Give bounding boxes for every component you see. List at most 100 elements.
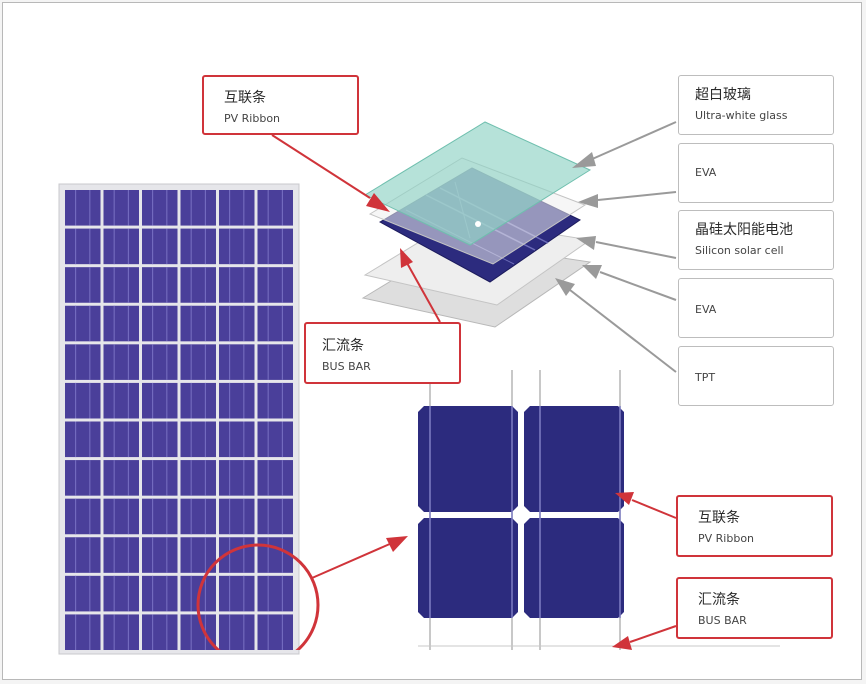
- panel-cell: [180, 305, 216, 342]
- callout-bus-bar-mid: 汇流条 BUS BAR: [304, 322, 461, 384]
- layer-label-glass-en: Ultra-white glass: [695, 109, 788, 122]
- callout-bus-bar-mid-cn: 汇流条: [322, 338, 364, 354]
- magnify-arrow-line: [311, 542, 393, 579]
- glass-arrow-line: [589, 121, 677, 161]
- panel-cell: [180, 421, 216, 458]
- panel-cell: [219, 498, 255, 535]
- panel-cell: [257, 537, 293, 573]
- panel-cell: [257, 575, 293, 612]
- panel-cell: [219, 190, 255, 226]
- panel-cell: [257, 614, 293, 650]
- panel-cell: [257, 421, 293, 458]
- panel-cell: [103, 267, 139, 303]
- callout-bus-bar-bottom-en: BUS BAR: [698, 614, 747, 627]
- closeup-cell-top-right: [524, 406, 624, 512]
- glass-arrowhead: [572, 152, 596, 168]
- panel-cell: [180, 228, 216, 265]
- callout-pv-ribbon-top: 互联条 PV Ribbon: [202, 75, 359, 135]
- cell-closeup: [418, 370, 780, 650]
- bus-bar-mid-arrow-line: [406, 262, 441, 323]
- tpt-arrowhead: [555, 278, 575, 296]
- panel-cell: [257, 305, 293, 342]
- panel-cell: [103, 344, 139, 380]
- panel-cell: [65, 498, 101, 535]
- layer-arrows: [555, 121, 677, 373]
- panel-cell: [180, 344, 216, 380]
- tpt-arrow-line: [569, 289, 677, 373]
- bus-bar-bottom-arrowhead: [612, 636, 632, 650]
- panel-cell: [180, 190, 216, 226]
- layer-label-tpt: TPT: [678, 346, 834, 406]
- panel-cell: [65, 614, 101, 650]
- panel-cell: [180, 267, 216, 303]
- layer-label-tpt-en: TPT: [695, 371, 716, 384]
- callout-bus-bar-mid-en: BUS BAR: [322, 360, 371, 373]
- panel-cell: [65, 421, 101, 458]
- bus-bar-bottom-arrow-line: [629, 625, 677, 643]
- panel-cell: [103, 305, 139, 342]
- panel-cell: [103, 614, 139, 650]
- panel-cell: [180, 382, 216, 419]
- panel-cell: [65, 228, 101, 265]
- panel-cell: [103, 460, 139, 496]
- callout-pv-ribbon-bottom-en: PV Ribbon: [698, 532, 755, 545]
- layer-label-cell-cn: 晶硅太阳能电池: [695, 222, 793, 238]
- eva-bottom-arrow-line: [599, 271, 677, 301]
- panel-cell: [257, 267, 293, 303]
- panel-cell: [219, 575, 255, 612]
- panel-cell: [180, 614, 216, 650]
- callout-bus-bar-bottom-cn: 汇流条: [698, 592, 740, 608]
- panel-cell: [65, 344, 101, 380]
- magnifier-circle: [196, 543, 320, 650]
- callout-pv-ribbon-top-cn: 互联条: [224, 90, 266, 106]
- panel-cell: [103, 421, 139, 458]
- panel-cell: [142, 190, 178, 226]
- panel-cell: [180, 460, 216, 496]
- pv-ribbon-bottom-arrowhead: [615, 492, 634, 505]
- panel-cell: [257, 382, 293, 419]
- pv-ribbon-top-arrow-line: [271, 134, 371, 199]
- panel-cell: [103, 190, 139, 226]
- layer-label-glass: 超白玻璃 Ultra-white glass: [678, 75, 834, 135]
- callout-pv-ribbon-top-en: PV Ribbon: [224, 112, 281, 125]
- panel-cell: [65, 460, 101, 496]
- panel-cell: [219, 228, 255, 265]
- panel-cell: [65, 575, 101, 612]
- panel-cell: [65, 305, 101, 342]
- panel-cell: [142, 344, 178, 380]
- panel-cell: [142, 460, 178, 496]
- panel-cell: [142, 421, 178, 458]
- panel-cell: [142, 537, 178, 573]
- glass-layer: [363, 121, 592, 246]
- panel-cell: [219, 421, 255, 458]
- panel-cell: [103, 228, 139, 265]
- pv-ribbon-top-arrowhead: [366, 193, 390, 212]
- panel-cell: [257, 228, 293, 265]
- panel-cell: [65, 267, 101, 303]
- layer-label-eva-top-en: EVA: [695, 166, 717, 179]
- panel-cell: [103, 382, 139, 419]
- panel-cell: [257, 460, 293, 496]
- panel-cell: [219, 267, 255, 303]
- callout-bus-bar-bottom: 汇流条 BUS BAR: [676, 577, 833, 639]
- panel-cell: [142, 228, 178, 265]
- panel-cell: [103, 575, 139, 612]
- cell-arrowhead: [576, 236, 596, 250]
- panel-cell: [142, 382, 178, 419]
- panel-cell: [65, 537, 101, 573]
- panel-cell: [257, 190, 293, 226]
- panel-cell: [219, 344, 255, 380]
- panel-cell: [142, 305, 178, 342]
- layer-label-cell: 晶硅太阳能电池 Silicon solar cell: [678, 210, 834, 270]
- panel-cell: [142, 267, 178, 303]
- panel-cell: [219, 460, 255, 496]
- eva-top-arrowhead: [578, 194, 598, 208]
- panel-cell: [65, 382, 101, 419]
- solar-panel: [58, 183, 300, 655]
- panel-cell: [257, 498, 293, 535]
- panel-cell: [142, 575, 178, 612]
- eva-top-arrow-line: [597, 191, 677, 201]
- closeup-cell-bottom-left: [418, 518, 518, 618]
